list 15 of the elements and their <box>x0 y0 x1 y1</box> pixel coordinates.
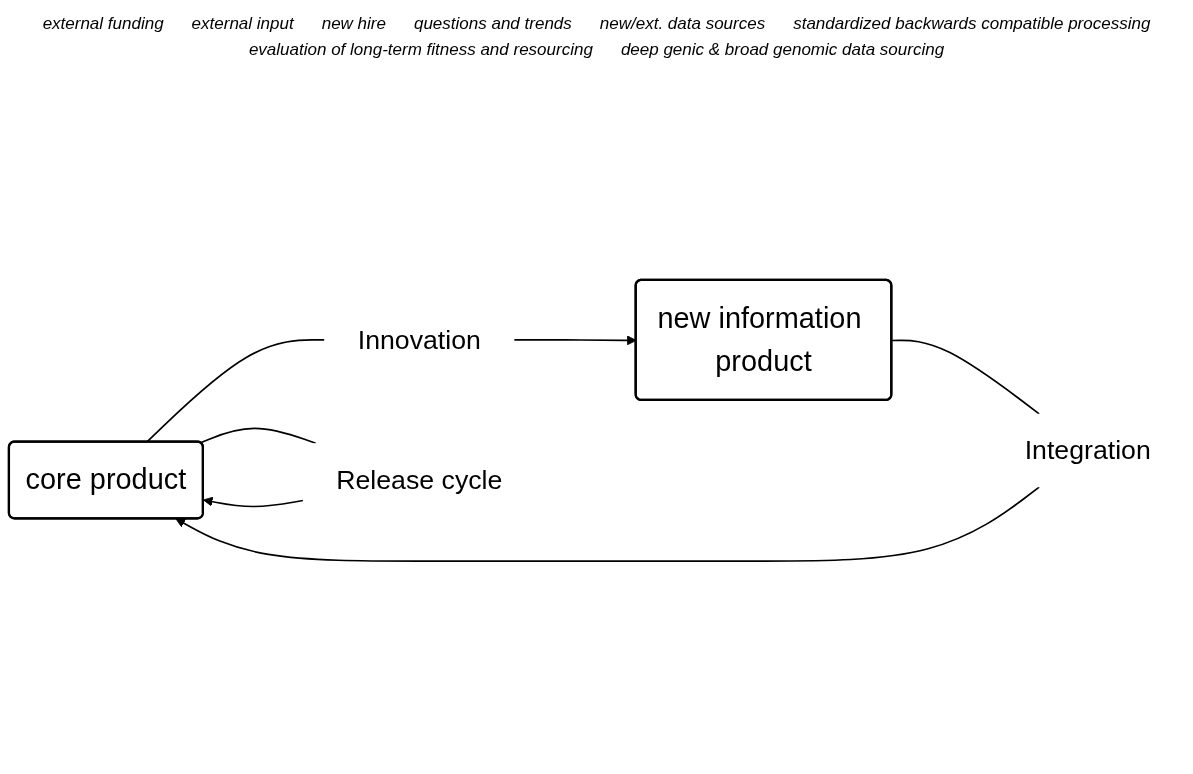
connector <box>145 338 326 443</box>
arrow <box>203 496 304 507</box>
note-text: deep genic & broad genomic data sourcing <box>620 40 945 60</box>
note-text: external input <box>191 14 294 34</box>
connector <box>891 339 1040 415</box>
note-text: evaluation of long-term fitness and resourcing <box>248 40 593 60</box>
note-text: new hire <box>321 14 386 34</box>
note-text: questions and trends <box>413 14 572 34</box>
note-text: external funding <box>42 14 164 34</box>
node-text: Release cycle <box>336 463 503 494</box>
note-text: standardized backwards compatible processing <box>793 14 1151 34</box>
arrow <box>175 485 1040 562</box>
node-text: Integration <box>1024 434 1151 465</box>
node-text: Innovation <box>357 323 481 354</box>
note-text: new/ext. data sources <box>599 14 766 34</box>
